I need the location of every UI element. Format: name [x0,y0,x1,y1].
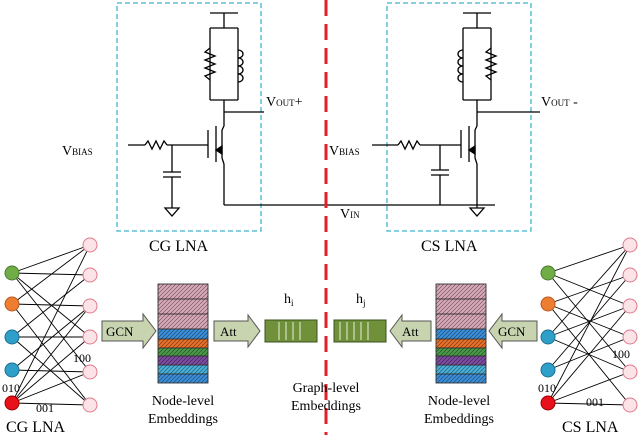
left-node-pink-3 [82,298,98,314]
left-graph-nodes [4,237,98,413]
left-node-pink-6 [82,397,98,413]
cs-bias-resistor [397,139,421,151]
vbias-left-label: VBIAS [62,144,93,159]
cs-dashed-box [386,2,532,232]
right-code-010: 010 [538,381,556,395]
gcn-arrow-left: GCN [101,312,157,350]
right-node-pink-6 [622,397,638,413]
left-node-orange [4,296,20,312]
att-arrow-right: Att [389,313,432,349]
cs-lna-circuit [372,2,540,232]
left-node-red [4,395,20,411]
right-node-red [540,395,556,411]
embedding-hi [264,319,318,343]
cs-load-resistor [484,47,498,81]
cg-bias-resistor [144,139,168,151]
right-node-blue-1 [540,329,556,345]
left-node-blue-2 [4,362,20,378]
left-code-010: 010 [2,381,20,395]
left-code-001: 001 [36,401,54,415]
left-graph-label: CG LNA [6,419,66,435]
cs-load-inductor [457,49,464,83]
left-code-100: 100 [73,351,91,365]
right-node-pink-3 [622,298,638,314]
node-stack-right [435,283,487,384]
cg-dashed-box [116,2,262,232]
right-node-green [540,265,556,281]
vbias-right-label: VBIAS [329,144,360,159]
gcn-left-label: GCN [106,324,134,339]
h-j-label: hj [356,292,366,308]
cg-box-label: CG LNA [149,238,209,255]
cg-load-resistor [203,47,217,81]
vout-minus-label: VOUT - [541,95,578,110]
left-node-pink-2 [82,267,98,283]
cg-ground [163,207,181,217]
left-node-pink-5 [82,364,98,380]
att-left-label: Att [220,324,237,339]
node-stack-left [157,283,209,384]
cg-lna-circuit [116,2,495,232]
right-node-pink-2 [622,267,638,283]
gcn-arrow-right: GCN [488,312,538,350]
cs-ground [468,207,486,217]
right-graph-nodes [540,237,638,413]
vout-plus-label: VOUT+ [266,95,303,110]
right-node-blue-2 [540,362,556,378]
cs-box-label: CS LNA [421,238,478,255]
right-graph-label: CS LNA [562,419,619,435]
vin-label: VIN [340,207,360,222]
right-node-pink-4 [622,329,638,345]
right-graph-edges [547,244,631,406]
right-code-001: 001 [586,395,604,409]
left-node-pink-1 [82,237,98,253]
embedding-hj [333,319,387,343]
att-right-label: Att [402,324,419,339]
right-node-orange [540,296,556,312]
right-node-pink-1 [622,237,638,253]
gcn-right-label: GCN [498,324,526,339]
right-code-100: 100 [612,347,630,361]
left-node-green [4,265,20,281]
left-node-pink-4 [82,329,98,345]
h-i-label: hi [284,292,294,308]
left-graph-edges [11,244,91,406]
cg-load-inductor [237,49,244,83]
att-arrow-left: Att [213,313,261,349]
right-node-pink-5 [622,364,638,380]
left-node-blue-1 [4,329,20,345]
